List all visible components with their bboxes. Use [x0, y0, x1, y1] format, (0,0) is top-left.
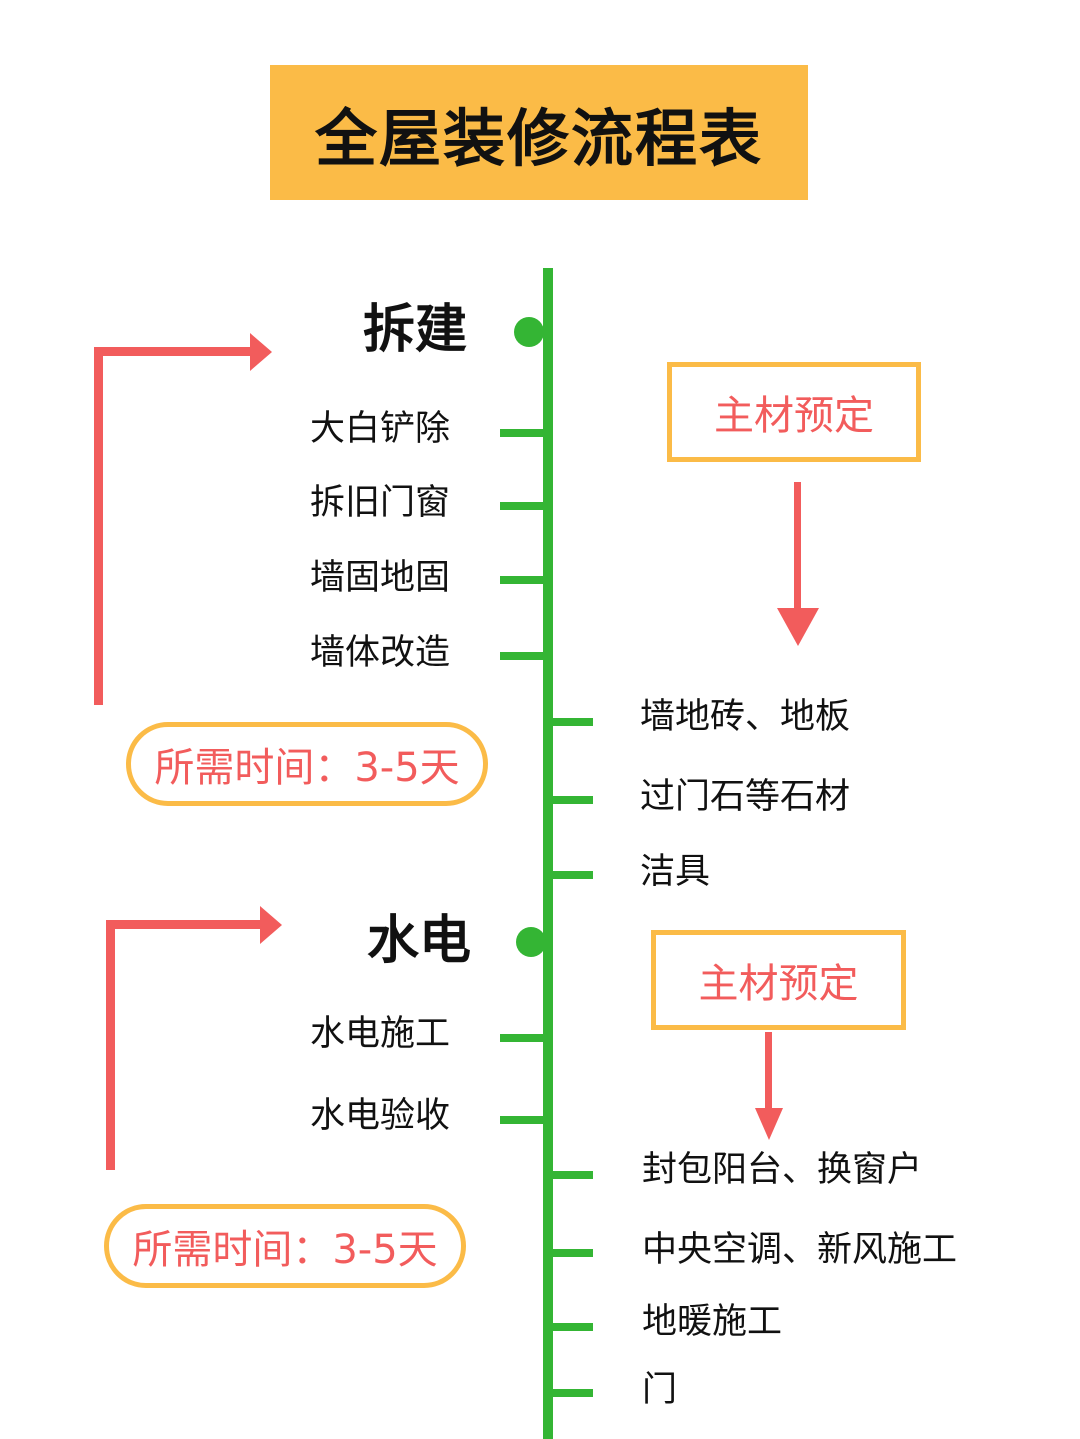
- step-item: 拆旧门窗: [310, 483, 451, 523]
- timeline-line: [543, 268, 553, 1439]
- duration-pill: 所需时间：3-5天: [104, 1204, 466, 1288]
- step-item: 大白铲除: [310, 409, 451, 449]
- material-item: 墙地砖、地板: [640, 697, 851, 737]
- step-item: 墙固地固: [310, 558, 451, 598]
- tick: [500, 1034, 546, 1042]
- tick: [500, 429, 546, 437]
- tick: [550, 1249, 593, 1257]
- milestone-dot: [514, 317, 544, 347]
- material-item: 过门石等石材: [640, 777, 851, 817]
- material-box: 主材预定: [667, 362, 921, 462]
- tick: [550, 796, 593, 804]
- material-item: 地暖施工: [642, 1302, 783, 1342]
- step-item: 水电验收: [310, 1096, 451, 1136]
- tick: [550, 1171, 593, 1179]
- tick: [550, 718, 593, 726]
- tick: [500, 502, 546, 510]
- tick: [500, 576, 546, 584]
- down-arrow-shaft: [765, 1032, 772, 1112]
- bracket-arrow-horizontal: [94, 347, 254, 356]
- material-item: 门: [642, 1370, 678, 1410]
- tick: [550, 1323, 593, 1331]
- bracket-arrow-vertical: [106, 920, 115, 1170]
- bracket-arrow-horizontal: [106, 920, 262, 929]
- tick: [550, 871, 593, 879]
- down-arrow-icon: [755, 1108, 783, 1140]
- right-arrow-icon: [250, 333, 272, 371]
- step-item: 水电施工: [310, 1014, 451, 1054]
- tick: [500, 652, 546, 660]
- section-heading: 水电: [367, 911, 472, 971]
- material-item: 洁具: [640, 852, 711, 892]
- right-arrow-icon: [260, 906, 282, 944]
- page-title: 全屋装修流程表: [270, 65, 808, 200]
- material-item: 中央空调、新风施工: [642, 1230, 958, 1270]
- duration-pill: 所需时间：3-5天: [126, 722, 488, 806]
- step-item: 墙体改造: [310, 633, 451, 673]
- milestone-dot: [516, 927, 546, 957]
- tick: [550, 1389, 593, 1397]
- material-box: 主材预定: [651, 930, 906, 1030]
- section-heading: 拆建: [363, 300, 468, 360]
- down-arrow-shaft: [794, 482, 801, 612]
- bracket-arrow-vertical: [94, 347, 103, 705]
- down-arrow-icon: [777, 608, 819, 646]
- tick: [500, 1116, 546, 1124]
- material-item: 封包阳台、换窗户: [642, 1150, 923, 1190]
